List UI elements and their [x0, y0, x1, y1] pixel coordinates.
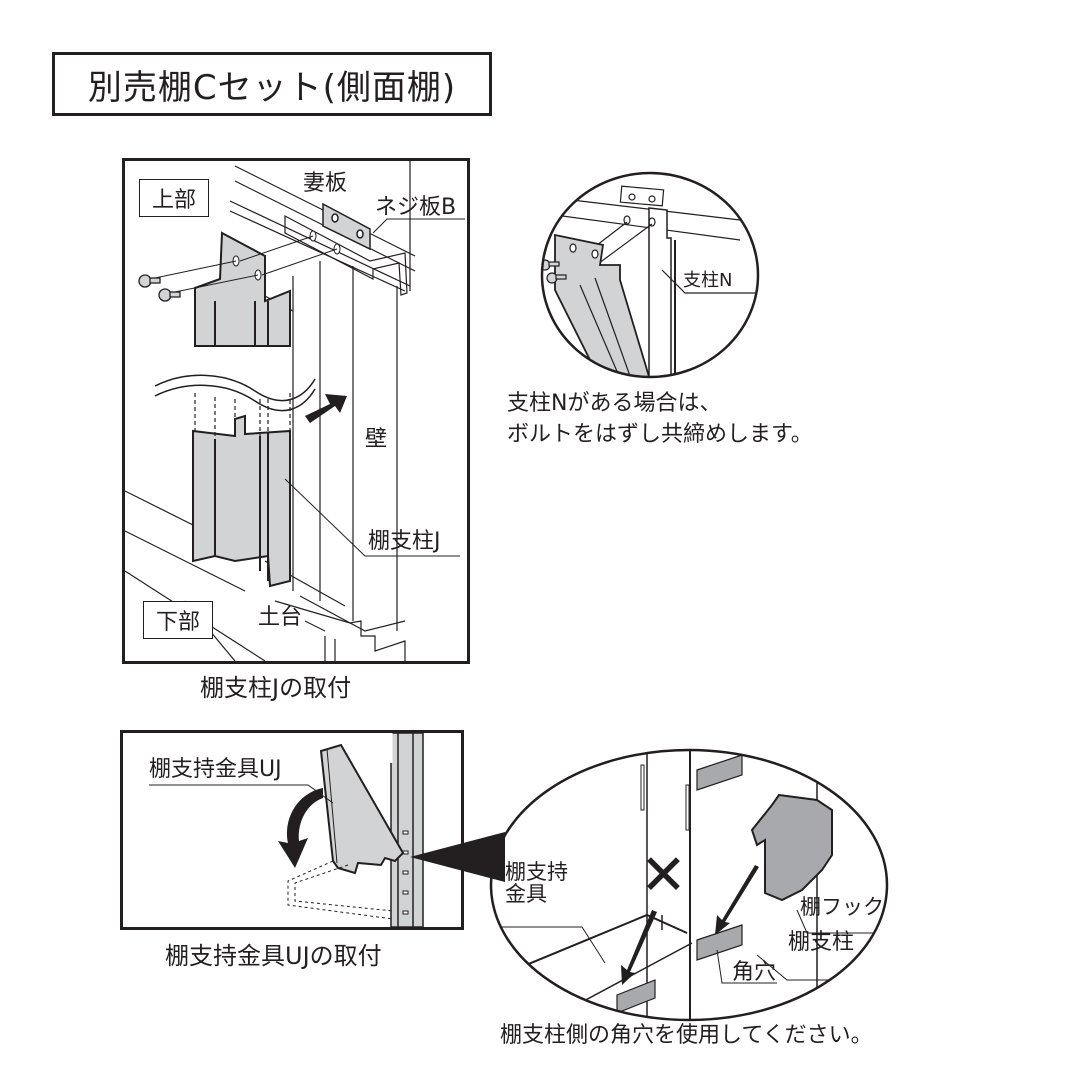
bolts — [138, 274, 181, 302]
screw-plate-b — [322, 202, 371, 251]
bracket-uj — [319, 743, 405, 875]
shelf-hook — [750, 793, 833, 902]
label-shelf-post: 棚支柱 — [788, 930, 855, 955]
section-title: 別売棚Cセット(側面棚) — [52, 52, 492, 116]
tag-bottom: 下部 — [143, 601, 213, 639]
label-square-hole: 角穴 — [732, 960, 777, 985]
post-j-illustration — [124, 161, 465, 662]
tag-top: 上部 — [139, 179, 209, 217]
section-title-text: 別売棚Cセット(側面棚) — [87, 67, 457, 108]
caption-bracket-uj-installation: 棚支持金具UJの取付 — [165, 942, 382, 970]
label-shelf-post-j: 棚支柱J — [368, 529, 441, 554]
label-shelf-hook: 棚フック — [800, 895, 884, 919]
caption-post-j-installation: 棚支柱Jの取付 — [200, 674, 352, 702]
square-hole-detail-oval — [489, 748, 889, 1022]
label-end-panel: 妻板 — [303, 171, 348, 196]
post-n-detail-circle — [540, 171, 760, 379]
note-post-n-line2: ボルトをはずし共締めします。 — [507, 422, 813, 447]
note-post-n-line1: 支柱Nがある場合は、 — [507, 391, 722, 416]
shelf-post-j — [192, 231, 291, 588]
label-post-n: 支柱N — [683, 270, 733, 291]
square-holes — [616, 754, 743, 1014]
label-bracket-uj: 棚支持金具UJ — [149, 757, 282, 782]
figure-post-j-installation: 上部 下部 妻板 ネジ板B 壁 棚支柱J 土台 — [122, 158, 470, 664]
wrong-mark: ✕ — [640, 843, 687, 908]
detail-pointer — [410, 832, 505, 882]
label-bracket-line2: 金具 — [505, 882, 547, 906]
label-base: 土台 — [258, 605, 303, 630]
direction-arrow — [305, 394, 347, 423]
label-screw-plate-b: ネジ板B — [375, 195, 457, 220]
rotate-arrow — [278, 788, 323, 868]
bracket-uj-illustration — [149, 732, 424, 928]
figure-bracket-uj-installation: 棚支持金具UJ — [120, 730, 464, 930]
label-bracket-line1: 棚支持 — [505, 860, 568, 884]
label-wall: 壁 — [365, 427, 388, 452]
caption-use-post-square-holes: 棚支柱側の角穴を使用してください。 — [500, 1023, 873, 1048]
